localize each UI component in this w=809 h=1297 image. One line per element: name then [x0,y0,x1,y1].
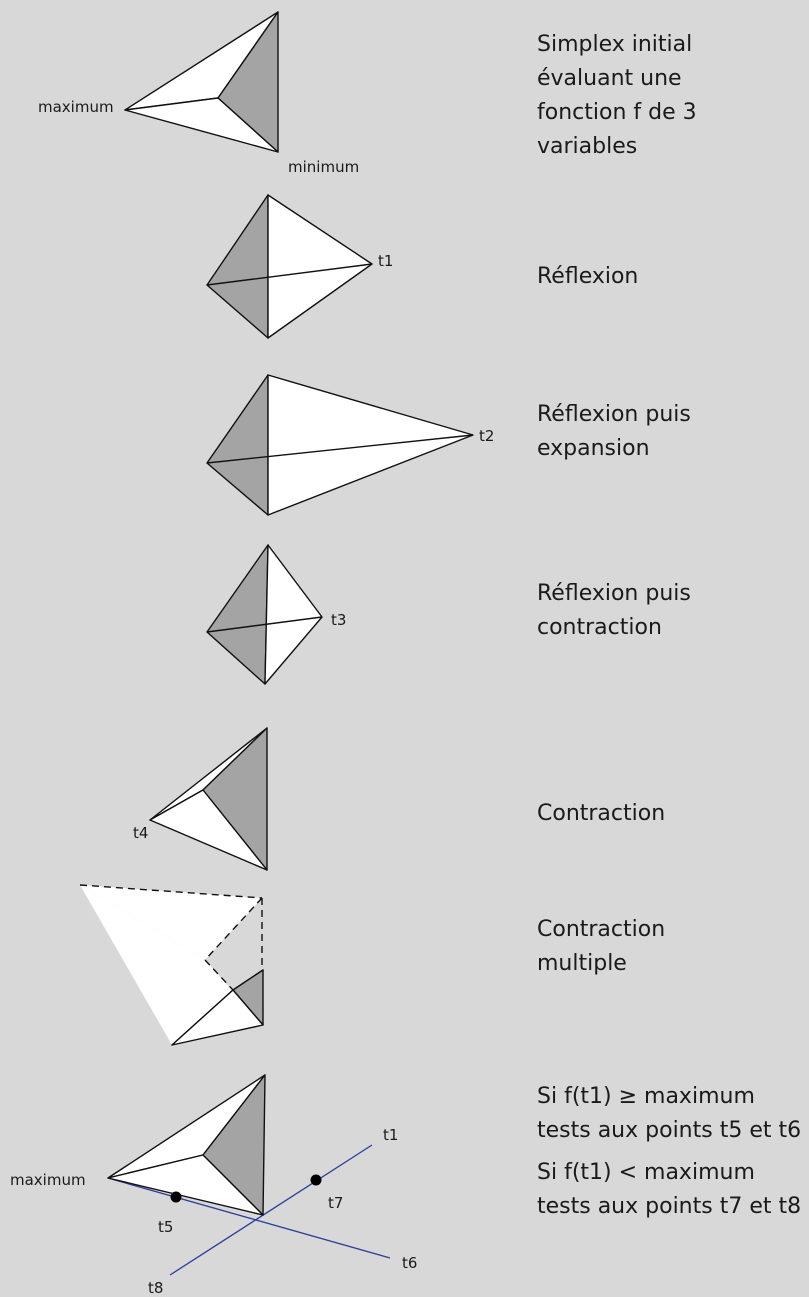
label-maximum-bottom: maximum [10,1171,86,1189]
label-t4: t4 [133,824,148,842]
initial-simplex [124,11,279,153]
caption-line: Réflexion puis [537,402,691,427]
caption-line: évaluant une [537,66,682,91]
caption-reflection-expansion: Réflexion puis expansion [537,398,691,466]
caption-initial: Simplex initial évaluant une fonction f … [537,28,697,164]
label-t8: t8 [148,1279,163,1297]
caption-multiple-contraction: Contraction multiple [537,913,665,981]
caption-spacer [537,1148,801,1156]
caption-line: variables [537,134,638,159]
caption-line: tests aux points t5 et t6 [537,1118,802,1143]
label-t5: t5 [158,1218,173,1236]
caption-line: fonction f de 3 [537,100,697,125]
test-points-diagram [107,1074,391,1276]
axis-t1-t8 [169,1144,373,1276]
caption-reflection: Réflexion [537,260,638,294]
contraction-simplex [149,727,268,871]
caption-line: tests aux points t7 et t8 [537,1194,802,1219]
axis-t6 [107,1177,391,1259]
caption-line: Réflexion puis [537,581,691,606]
caption-line: Si f(t1) < maximum [537,1160,755,1185]
caption-line: multiple [537,951,627,976]
caption-line: Si f(t1) ≥ maximum [537,1084,755,1109]
label-t3: t3 [331,611,346,629]
point-t5 [170,1191,182,1203]
label-t2: t2 [479,427,494,445]
label-minimum: minimum [288,158,359,176]
label-t6: t6 [402,1254,417,1272]
point-t7 [310,1174,322,1186]
caption-line: Contraction [537,801,666,826]
multiple-contraction-simplex [79,884,264,1046]
caption-line: contraction [537,615,662,640]
caption-tests: Si f(t1) ≥ maximum tests aux points t5 e… [537,1080,801,1224]
caption-line: expansion [537,436,650,461]
caption-reflection-contraction: Réflexion puis contraction [537,577,691,645]
caption-line: Contraction [537,917,666,942]
label-t7: t7 [328,1194,343,1212]
caption-contraction: Contraction [537,797,665,831]
expansion-simplex [206,374,474,516]
label-t1: t1 [378,252,393,270]
caption-line: Réflexion [537,264,639,289]
label-t1-axis: t1 [383,1126,398,1144]
caption-line: Simplex initial [537,32,693,57]
reflection-simplex [206,194,373,339]
label-maximum: maximum [38,98,114,116]
reflection-contraction-simplex [206,544,323,685]
